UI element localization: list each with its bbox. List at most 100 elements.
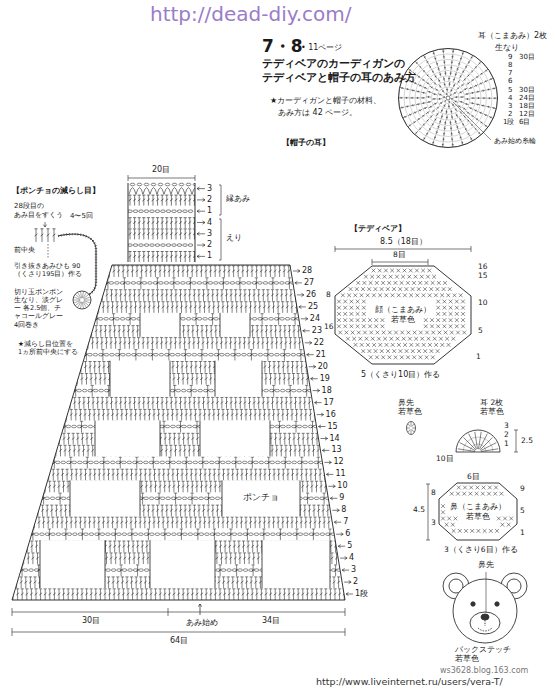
row-number: 4 [349, 553, 354, 563]
single-crochet-symbols [441, 486, 513, 533]
row-number: 20 [318, 362, 328, 372]
ear-outline [399, 49, 498, 148]
blank-window [140, 313, 180, 337]
row-number: 6 [345, 529, 350, 539]
row-number: 5 [520, 506, 525, 515]
row-number: 4 [207, 218, 212, 228]
stitch-symbols [11, 266, 345, 600]
stitch-symbols [407, 422, 415, 434]
bear-muzzle [470, 612, 500, 634]
annotation: 鼻先 若草色 [398, 398, 424, 417]
piece-name: 鼻（こまあみ） [448, 502, 508, 511]
backstitch-mouth [478, 620, 492, 631]
row-arrow [197, 187, 205, 258]
piece-name: 若草色 [389, 315, 417, 325]
annotation: えり [226, 233, 242, 243]
page-note: ★カーディガンと帽子の材料、 [270, 96, 381, 106]
annotation: 5（くさり10目）作る [361, 370, 440, 380]
dimension-label: 8.5（18目） [380, 237, 427, 247]
page-title: テディベアのカーディガンの テディベアと帽子の耳のあみ方 [262, 56, 454, 84]
row-number: 11 [335, 469, 345, 479]
row-number: 1 [207, 251, 212, 261]
dimension-label: 34目 [262, 616, 280, 626]
row-number: 21 [316, 350, 326, 360]
row-number: 5 [478, 326, 483, 335]
pickup-arrow [43, 222, 46, 227]
round-line [463, 437, 493, 452]
piece-name: 若草色 [464, 512, 492, 521]
blank-window [150, 540, 215, 588]
annotation: 鼻先 [478, 560, 494, 569]
page-note: • 11ページ [301, 43, 342, 53]
dimension-label: 2.5 [521, 436, 533, 445]
start-arrow [198, 604, 201, 615]
row-number: 23 [312, 326, 322, 336]
poncho-outline [12, 265, 345, 600]
row-number: 16 [478, 262, 488, 271]
annotation: バックステッチ 若草色 [455, 645, 515, 664]
blank-window [215, 361, 262, 397]
row-number: 9 [520, 484, 525, 493]
chain-stitch [128, 183, 195, 246]
row-number: 30目 [519, 86, 535, 95]
row-number: 8 [341, 505, 346, 515]
annotation: あみ始め糸輪 [494, 137, 536, 146]
dimension-label: 6目 [467, 472, 480, 481]
row-number: 24 [310, 314, 320, 324]
blank-window [222, 480, 300, 516]
dimension-label: 20目 [152, 165, 170, 175]
dimension-bracket [128, 175, 195, 181]
row-number: 15 [478, 271, 488, 280]
single-crochet-symbols [337, 269, 466, 360]
annotation: 切り玉ポンポン 生なり、淡グレー 各2.5個、チャコールグレー 4回巻き [14, 288, 68, 329]
row-number: 16 [326, 410, 336, 420]
row-number: 2 [207, 240, 212, 250]
collar-chart [128, 183, 199, 262]
blank-window [200, 421, 270, 457]
watermark: http://dead-diy.com/ [150, 2, 351, 26]
section-heading: 【テディベア】 [350, 224, 406, 234]
stitch-symbols [34, 229, 55, 242]
dimension-label: 4.5 [413, 505, 425, 514]
row-number: 3 [351, 565, 356, 575]
row-number: 10 [337, 481, 347, 491]
row-number: 9 [339, 493, 344, 503]
figure-number: 7・8 [262, 36, 303, 57]
bear-eye [471, 602, 475, 606]
row-number: 17 [324, 398, 334, 408]
stitch-symbols [399, 49, 497, 147]
row-number: 14 [330, 434, 340, 444]
dimension-label: 30目 [82, 616, 100, 626]
row-number: 3 [207, 184, 212, 194]
watermark: http://www.liveinternet.ru/users/vera-T/ [316, 676, 503, 688]
annotation: ★減らし目位置を 1ヵ所前中央にする [18, 340, 82, 356]
row-number: 13 [331, 445, 341, 455]
row-number: 15 [328, 422, 338, 432]
annotation: 4〜5回 [70, 212, 93, 221]
row-number: 1 [207, 206, 212, 216]
blank-window [70, 480, 140, 516]
leader-line [486, 572, 487, 613]
blank-window [262, 540, 330, 588]
round-line [399, 49, 498, 148]
row-number: 5 [508, 86, 512, 95]
blank-window [110, 361, 170, 397]
row-number: 5 [347, 541, 352, 551]
row-number: 27 [304, 278, 314, 288]
face-chart: 顔（こまあみ）若草色 [335, 266, 471, 364]
annotation: あみ始め [186, 618, 218, 628]
row-number: 24目 [519, 94, 535, 103]
row-number: 12目 [519, 110, 535, 119]
row-number: 6目 [519, 118, 530, 127]
row-number: 7 [343, 517, 348, 527]
row-number: 28 [302, 266, 312, 276]
row-number: 18目 [519, 102, 535, 111]
row-number: 3 [504, 421, 509, 430]
section-heading: 【帽子の耳】 [282, 138, 330, 148]
bear-nose [481, 614, 489, 620]
pompom-yarn [73, 291, 91, 309]
section-heading: 【ポンチョの減らし目】 [12, 186, 100, 196]
dimension-bracket [12, 628, 345, 636]
row-number: 30目 [519, 53, 535, 62]
stitch-symbols [128, 195, 195, 262]
